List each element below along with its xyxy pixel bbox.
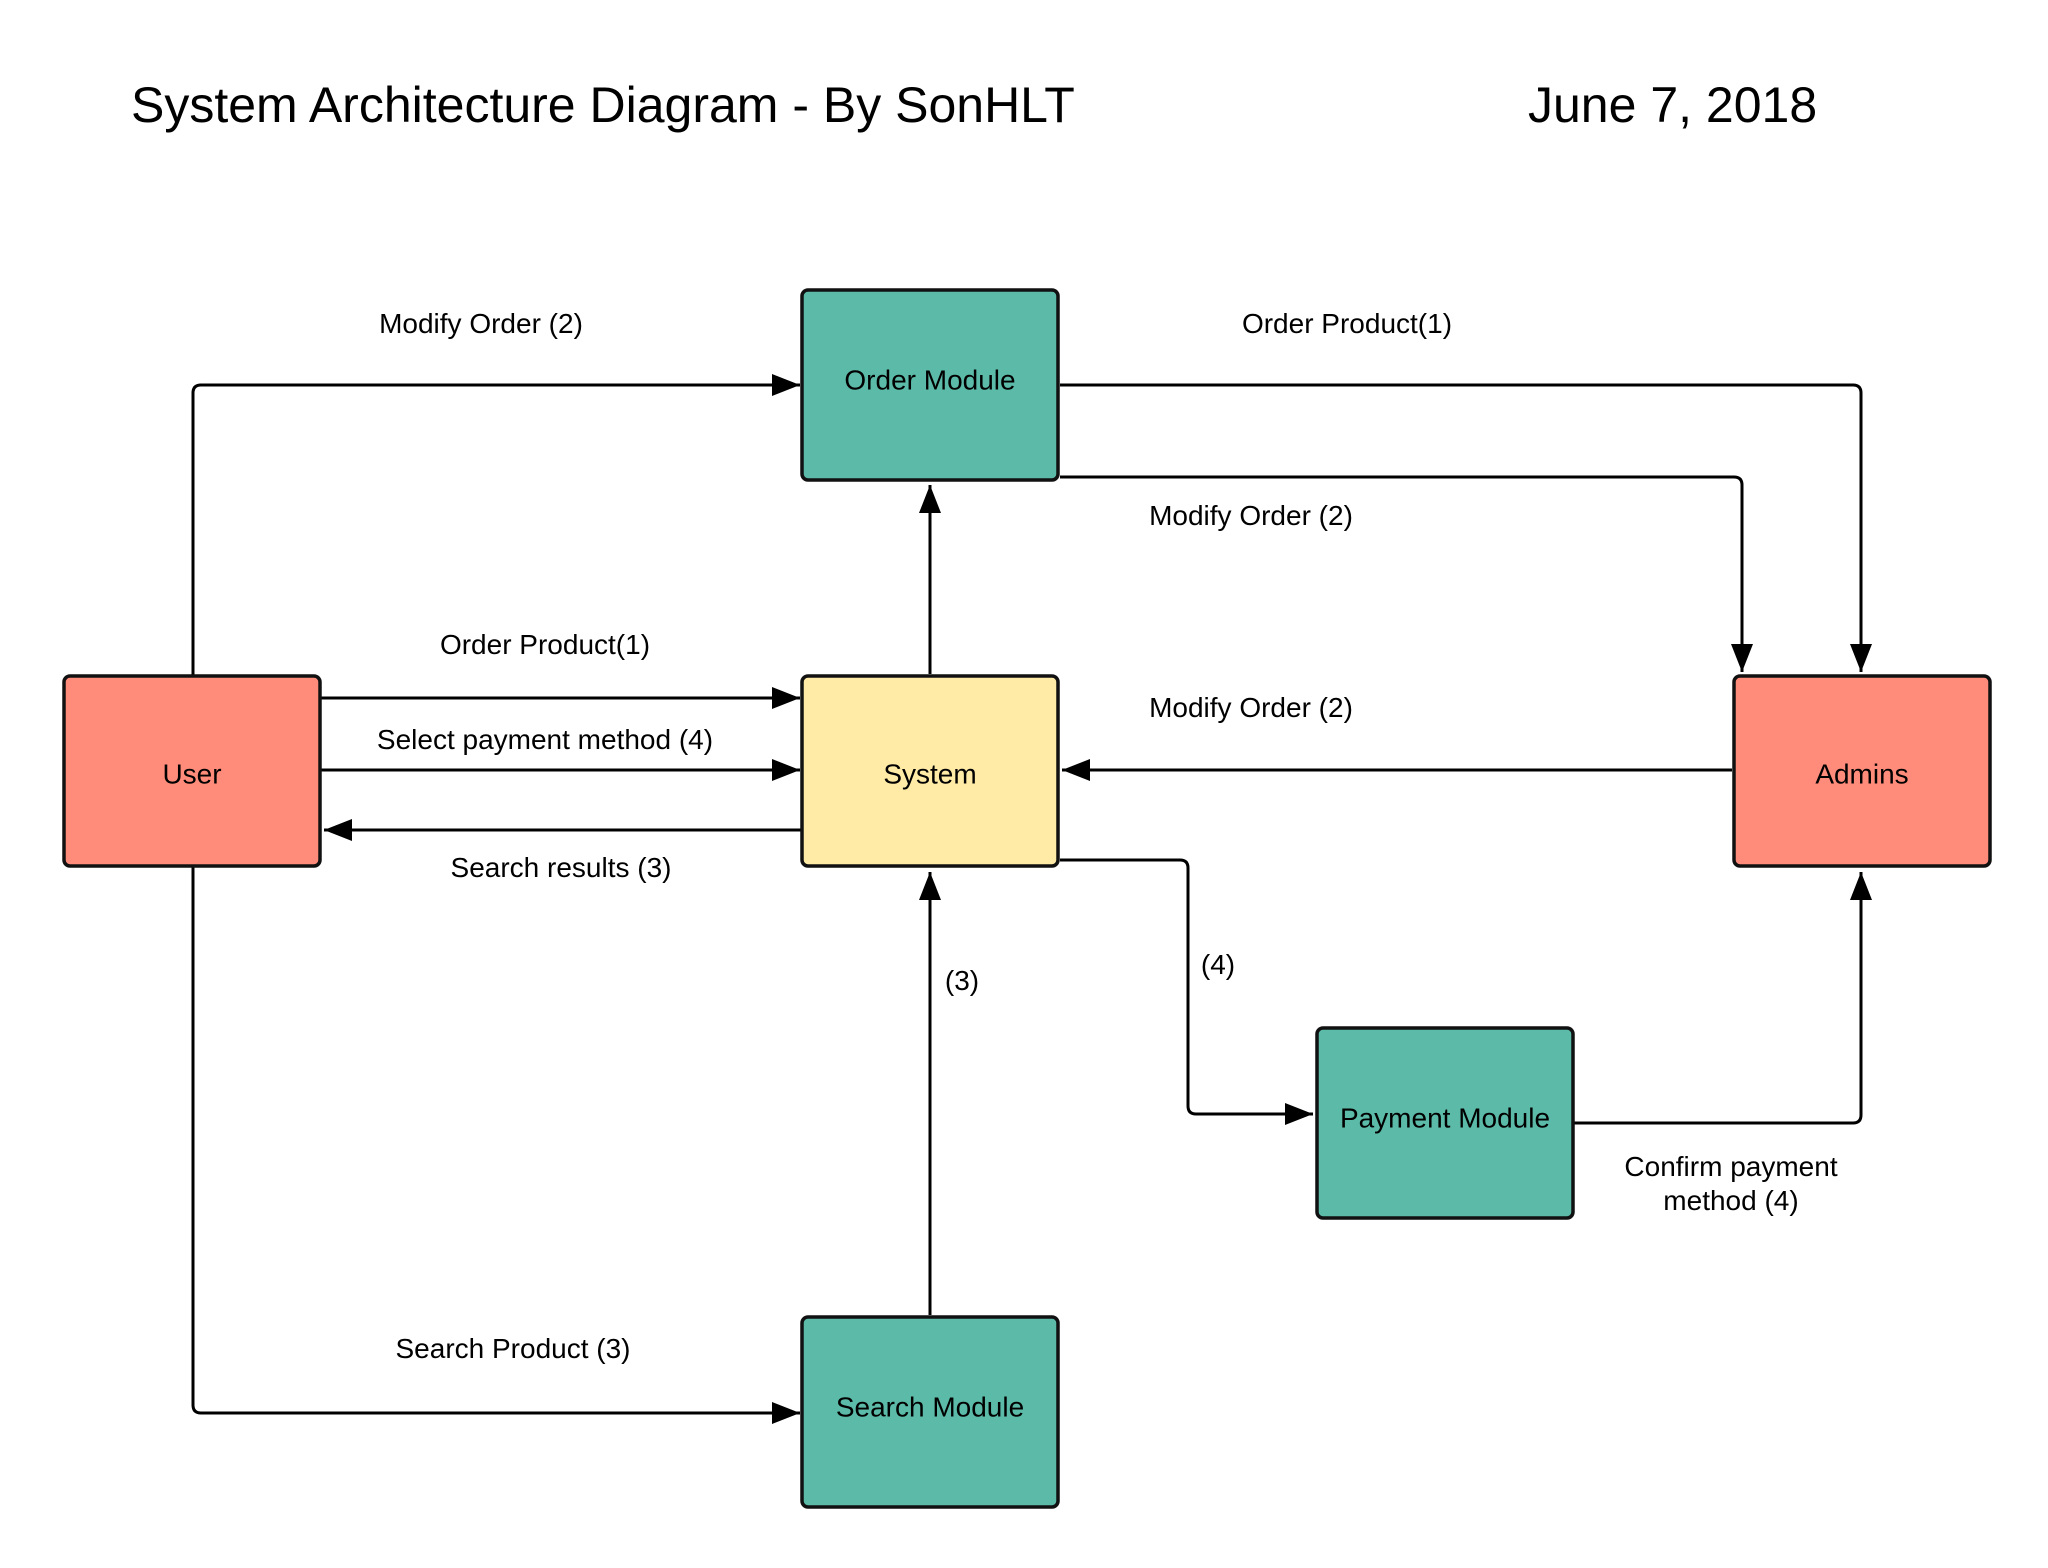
system-box <box>800 674 1060 868</box>
edge-label-payment-confirm-line2: method (4) <box>1663 1185 1798 1216</box>
admins-box <box>1732 674 1992 868</box>
admins-label: Admins <box>1815 758 1908 789</box>
edge-label-user-to-system-order: Order Product(1) <box>440 629 650 660</box>
user-box <box>62 674 322 868</box>
edge-system-to-payment-module <box>1060 858 1313 1125</box>
edge-label-admins-to-system: Modify Order (2) <box>1149 692 1353 723</box>
edge-label-payment-confirm-line1: Confirm payment <box>1624 1151 1837 1182</box>
edge-label-user-to-system-payment: Select payment method (4) <box>377 724 713 755</box>
edge-label-order-module-to-admins: Order Product(1) <box>1242 308 1452 339</box>
diagram-date: June 7, 2018 <box>1528 77 1818 133</box>
order-module-box <box>800 288 1060 482</box>
diagram-title: System Architecture Diagram - By SonHLT <box>131 77 1075 133</box>
edge-label-order-module-to-admins-modify: Modify Order (2) <box>1149 500 1353 531</box>
payment-module-box <box>1315 1026 1575 1220</box>
edge-user-to-search-module <box>191 866 800 1424</box>
edge-label-search-module-to-system: (3) <box>945 965 979 996</box>
edge-order-module-to-admins-modify <box>1060 475 1753 672</box>
user-label: User <box>162 758 221 789</box>
edge-label-user-to-search-module: Search Product (3) <box>396 1333 631 1364</box>
edge-label-system-to-payment-module: (4) <box>1201 949 1235 980</box>
order-module-label: Order Module <box>844 364 1015 395</box>
edge-label-system-to-user-results: Search results (3) <box>451 852 672 883</box>
system-label: System <box>883 758 976 789</box>
edge-user-to-order-module <box>191 374 800 676</box>
edge-payment-module-to-admins <box>1574 872 1872 1125</box>
edge-order-module-to-admins <box>1060 383 1872 672</box>
search-module-box <box>800 1315 1060 1509</box>
edge-label-user-to-order-module: Modify Order (2) <box>379 308 583 339</box>
payment-module-label: Payment Module <box>1340 1102 1550 1133</box>
search-module-label: Search Module <box>836 1391 1024 1422</box>
